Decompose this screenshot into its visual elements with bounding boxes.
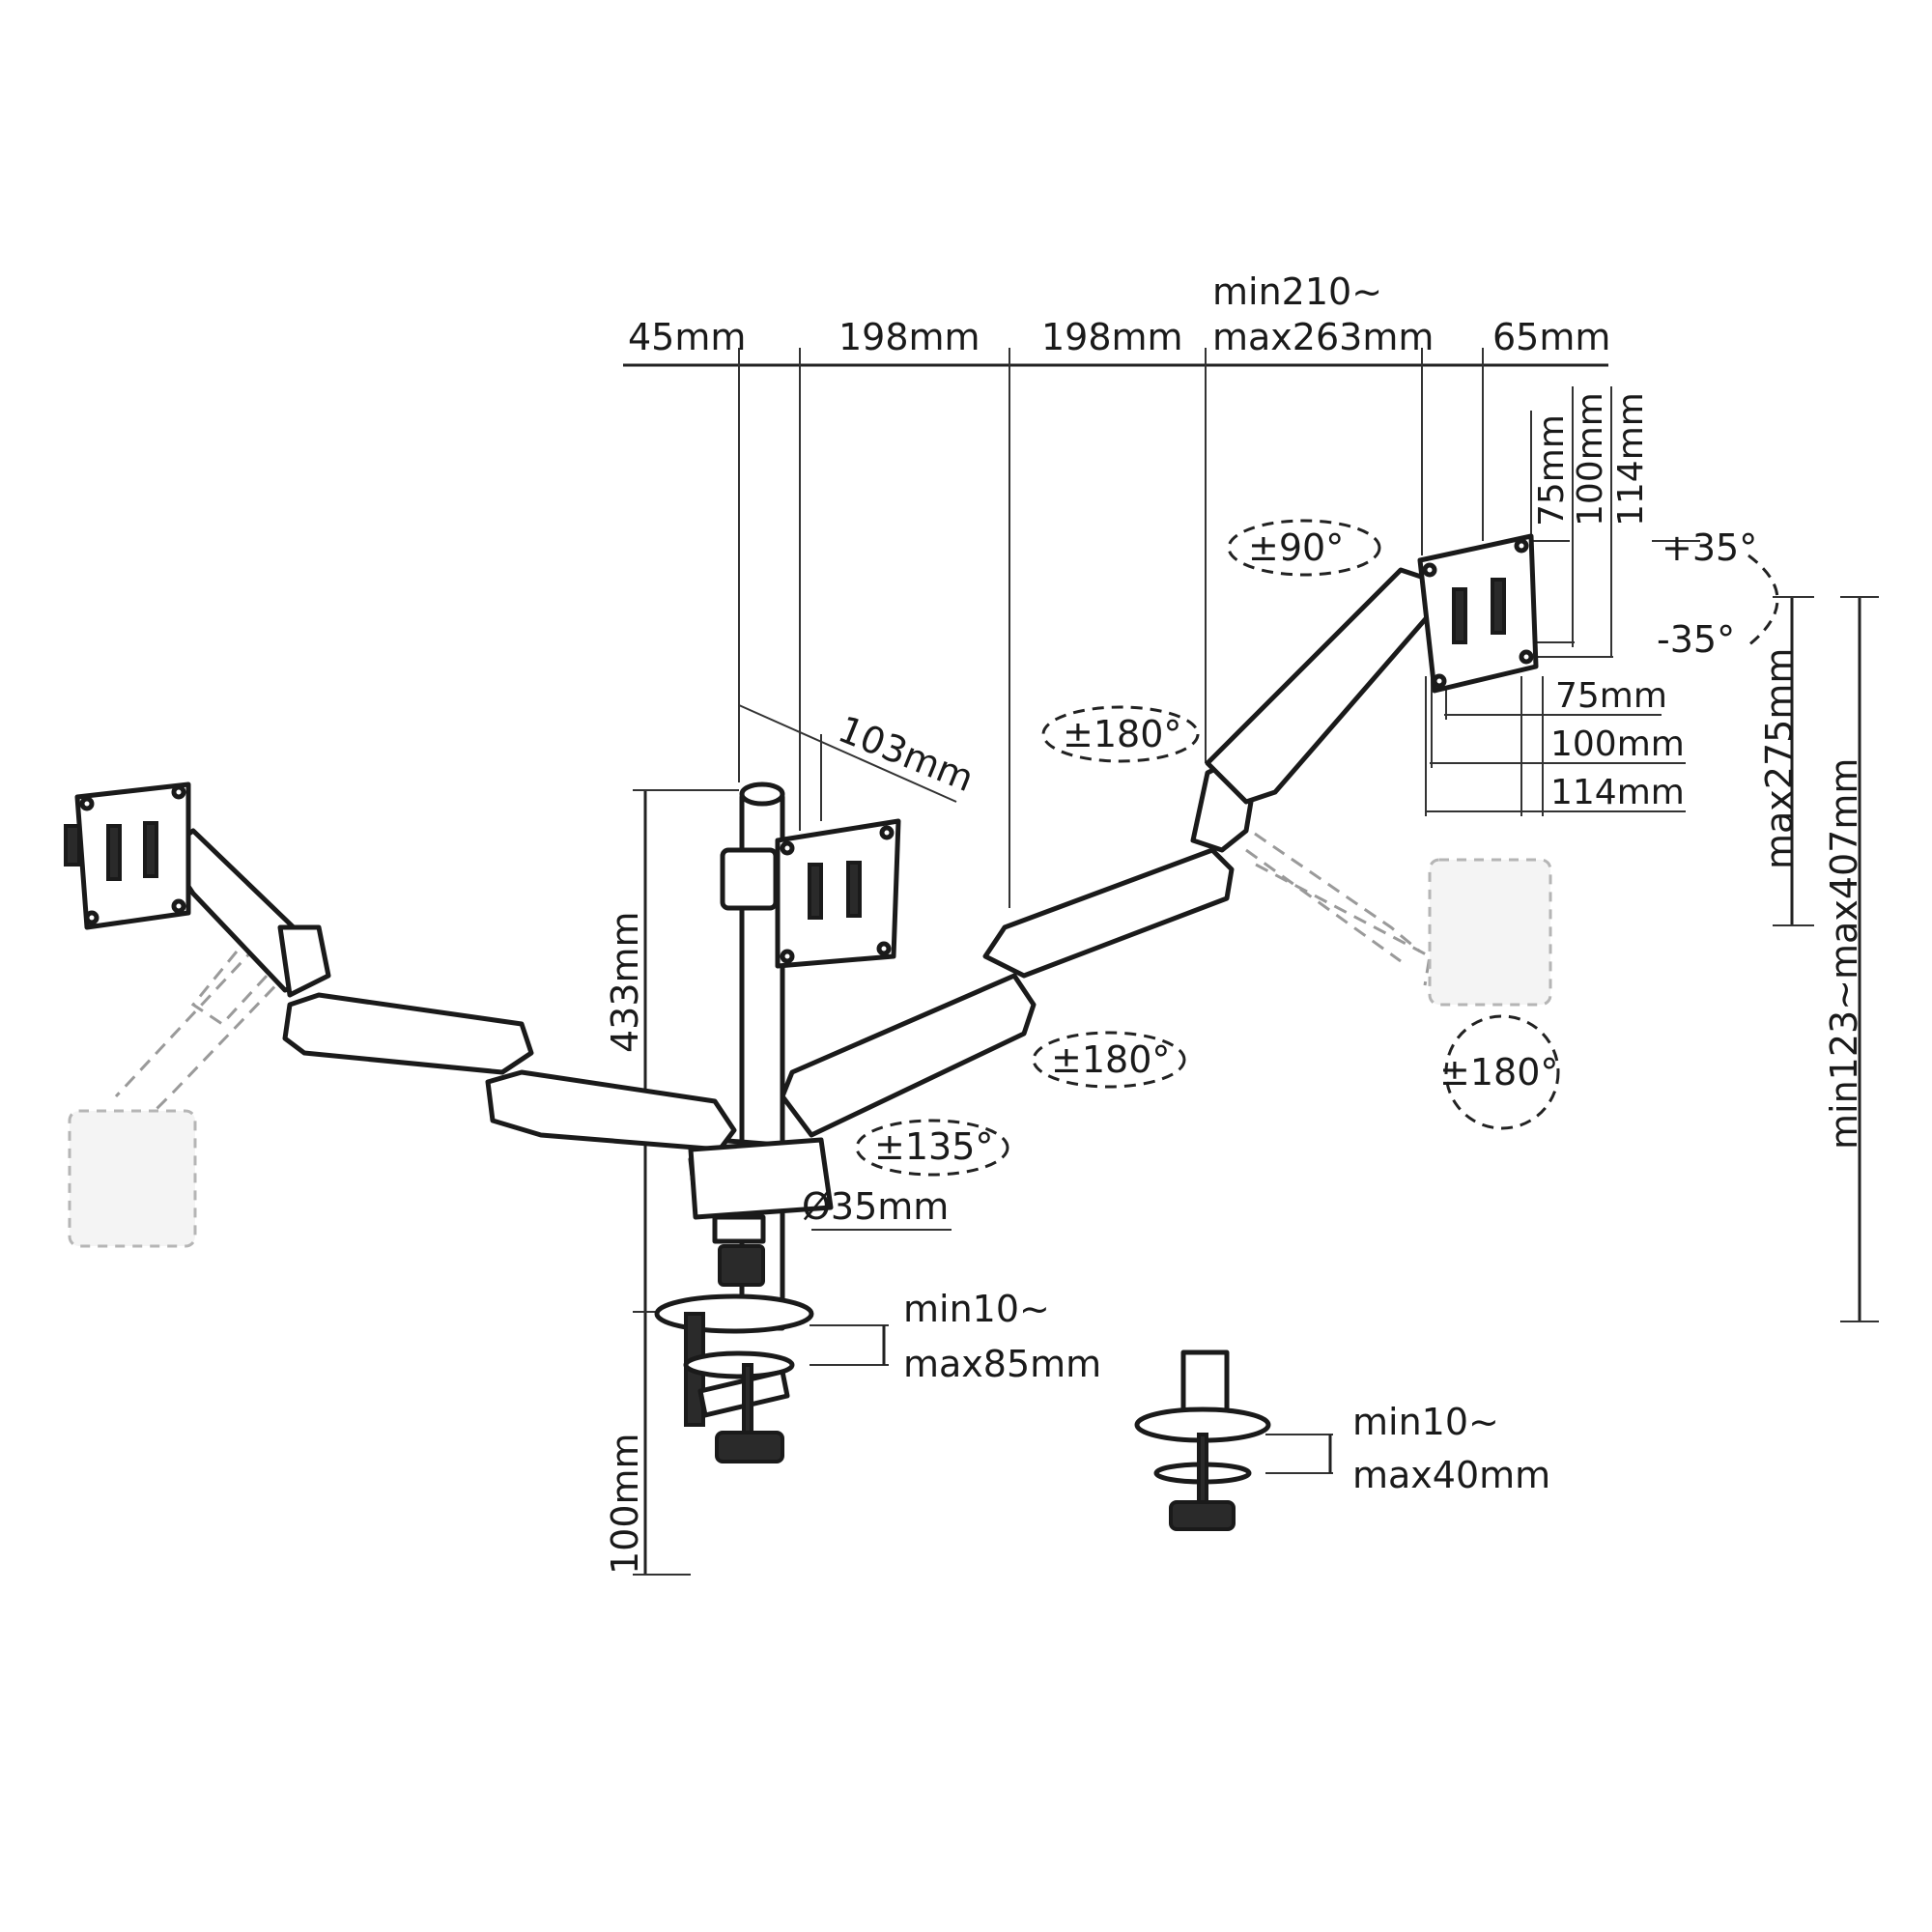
right-arm (780, 567, 1437, 1138)
label-vesa-v-114: 114mm (1611, 392, 1651, 526)
label-desk-min10: min10~ (903, 1288, 1050, 1330)
label-max263: max263mm (1212, 316, 1434, 358)
label-rotate-180-upper: ±180° (1063, 713, 1181, 755)
label-rotate-90: ±90° (1248, 526, 1344, 569)
label-grommet-max40: max40mm (1352, 1454, 1550, 1496)
desk-clamp (654, 1293, 814, 1463)
label-rotate-180-plate: ±180° (1439, 1051, 1558, 1094)
label-vesa-v-75: 75mm (1532, 414, 1572, 526)
label-198mm-a: 198mm (838, 316, 980, 358)
center-vesa-plate (775, 818, 901, 969)
offset-103-dimension (738, 704, 957, 821)
rotation-arcs (855, 519, 1779, 1177)
label-433mm: 433mm (604, 911, 646, 1053)
label-tilt-up: +35° (1662, 526, 1757, 569)
ghost-left-arm (68, 945, 292, 1248)
label-desk-max85: max85mm (903, 1343, 1101, 1385)
rotation-labels: ±90° ±180° ±180° ±135° ±180° +35° -35° (874, 526, 1757, 1168)
label-grommet-min10: min10~ (1352, 1401, 1499, 1443)
label-height-range: min123~max407mm (1823, 758, 1865, 1150)
top-dimension-lines (623, 348, 1608, 908)
center-pole (718, 781, 785, 1331)
label-vesa-h-100: 100mm (1550, 724, 1685, 764)
label-100mm-clamp: 100mm (604, 1433, 646, 1575)
vesa-dimension-lines (1425, 386, 1700, 816)
clamp-dimension-lines (810, 1229, 1333, 1474)
left-vesa-plate (64, 781, 191, 930)
label-103mm: 103mm (833, 708, 980, 801)
label-vesa-h-75: 75mm (1555, 676, 1667, 716)
label-max275: max275mm (1758, 648, 1801, 869)
label-65mm: 65mm (1492, 316, 1610, 358)
label-rotate-180-middle: ±180° (1051, 1038, 1170, 1081)
label-min210: min210~ (1212, 270, 1382, 313)
right-height-dimension (1773, 596, 1879, 1322)
ghost-right-arm (1236, 819, 1552, 1007)
label-rotate-135: ±135° (874, 1125, 993, 1168)
label-45mm: 45mm (628, 316, 746, 358)
label-vesa-h-114: 114mm (1550, 773, 1685, 812)
dimension-labels: 45mm 198mm 198mm min210~ max263mm 65mm 1… (604, 270, 1865, 1575)
label-vesa-v-100: 100mm (1571, 392, 1610, 526)
right-vesa-plate (1417, 533, 1539, 694)
label-198mm-b: 198mm (1041, 316, 1183, 358)
pole-joint-cluster (688, 1137, 834, 1244)
grommet-clamp (1134, 1350, 1271, 1531)
label-pole-diameter: Ø35mm (802, 1185, 949, 1228)
label-tilt-down: -35° (1657, 618, 1735, 661)
